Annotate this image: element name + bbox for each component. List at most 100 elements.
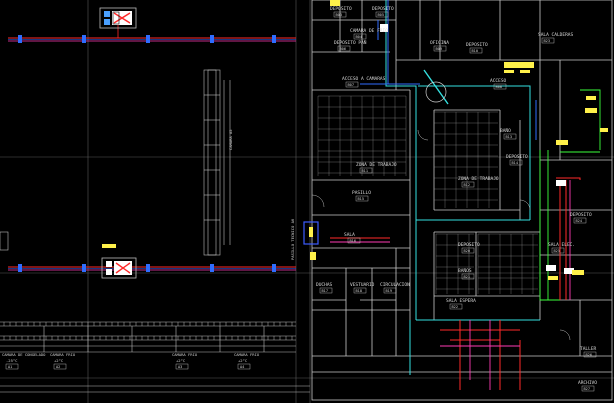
- cold-room-name: CAMARA DE CONGELADO: [2, 352, 46, 357]
- bottom-room-row: [0, 321, 310, 393]
- room-name: DEPOSITO PAÑ: [334, 39, 367, 46]
- room-name: ACCESO A CAMARAS: [342, 76, 386, 82]
- room-tag: B27: [584, 387, 591, 391]
- room-name: BAÑOS: [458, 267, 472, 274]
- cold-room-temp: +2°C: [238, 358, 247, 363]
- bottom-room-teeth: [3, 322, 293, 340]
- equipment-unit-top[interactable]: [99, 7, 137, 29]
- cold-room-temp: -25°C: [6, 358, 17, 363]
- room-tag: B03: [336, 13, 343, 17]
- round-fixture-icon: [425, 81, 447, 103]
- room-name: ZONA DE TRABAJO: [356, 162, 397, 168]
- room-name: OFICINA: [430, 40, 449, 46]
- cold-room-name: CAMARA FRIO: [234, 352, 260, 357]
- room-name: DEPOSITO: [570, 212, 592, 218]
- room-tag: B19: [386, 289, 393, 293]
- vertical-label: PASILLO TECNICO A6: [290, 218, 295, 260]
- room-tag: B09: [436, 47, 443, 51]
- left-top-pipe-run: [8, 24, 296, 43]
- room-name: PASILLO: [352, 190, 371, 196]
- yellow-markers: [310, 62, 608, 280]
- cold-room-name: CAMARA FRIO: [172, 352, 198, 357]
- room-tag: B15: [358, 197, 365, 201]
- cold-room-label[interactable]: CAMARA FRIO+2°CA3: [172, 352, 198, 370]
- room-name: VESTUARIO: [350, 282, 375, 288]
- room-name: SALA ELEC.: [548, 242, 575, 248]
- cold-room-tag: A2: [56, 365, 60, 369]
- room-tag: B05: [378, 13, 385, 17]
- left-edge-block: [0, 231, 9, 251]
- door-swing-icon: [311, 129, 571, 341]
- room-tag: B06: [340, 47, 347, 51]
- room-tag: B16: [350, 239, 357, 243]
- vertical-rack: [203, 69, 231, 256]
- cold-room-label[interactable]: CAMARA FRIO+2°C A4: [234, 352, 260, 370]
- red-pipe-network: [330, 177, 581, 390]
- room-tag: B18: [356, 289, 363, 293]
- room-tag: B14: [512, 161, 519, 165]
- tile-grid: [317, 95, 538, 294]
- room-name: DEPOSITO: [372, 6, 394, 12]
- room-tag: B07: [348, 83, 355, 87]
- room-name: DEPOSITO: [458, 242, 480, 248]
- equipment-unit-bottom[interactable]: [101, 244, 137, 279]
- cold-room-tag: A3: [178, 365, 182, 369]
- fire-extinguisher-icon: [303, 0, 574, 274]
- room-name: CIRCULACION: [380, 282, 410, 288]
- room-tag: B10: [472, 49, 479, 53]
- room-tag: B22: [452, 305, 459, 309]
- room-name: SALA ESPERA: [446, 298, 476, 304]
- cold-room-label[interactable]: CAMARA DE CONGELADO-25°C A1: [2, 352, 46, 370]
- cyan-pipe-network: [385, 0, 540, 375]
- room-tag: B21: [464, 275, 471, 279]
- room-tag: B24: [576, 219, 583, 223]
- room-name: SALA: [344, 232, 355, 238]
- cold-room-label[interactable]: CAMARA FRIO+2°CA2: [50, 352, 76, 370]
- room-name: DEPOSITO: [330, 6, 352, 12]
- room-tag: B11: [362, 169, 369, 173]
- room-label-r23[interactable]: SALA ELEC.B25: [548, 242, 575, 254]
- room-name: DUCHAS: [316, 282, 333, 288]
- cold-room-tag: A1: [8, 365, 12, 369]
- building-walls: [311, 0, 613, 401]
- room-name: DEPOSITO: [506, 154, 528, 160]
- room-name: CAMARA DE FRIO: [350, 28, 388, 34]
- room-name: ARCHIVO: [578, 380, 597, 386]
- room-tag: B08: [496, 85, 503, 89]
- room-tag: B25: [554, 249, 561, 253]
- vertical-label: CAMARA A5: [228, 129, 233, 150]
- cold-room-tag: A4: [240, 365, 244, 369]
- vertical-labels: CAMARA A5 PASILLO TECNICO A6: [228, 129, 295, 260]
- room-tag: B23: [544, 39, 551, 43]
- cold-room-temp: +2°C: [54, 358, 63, 363]
